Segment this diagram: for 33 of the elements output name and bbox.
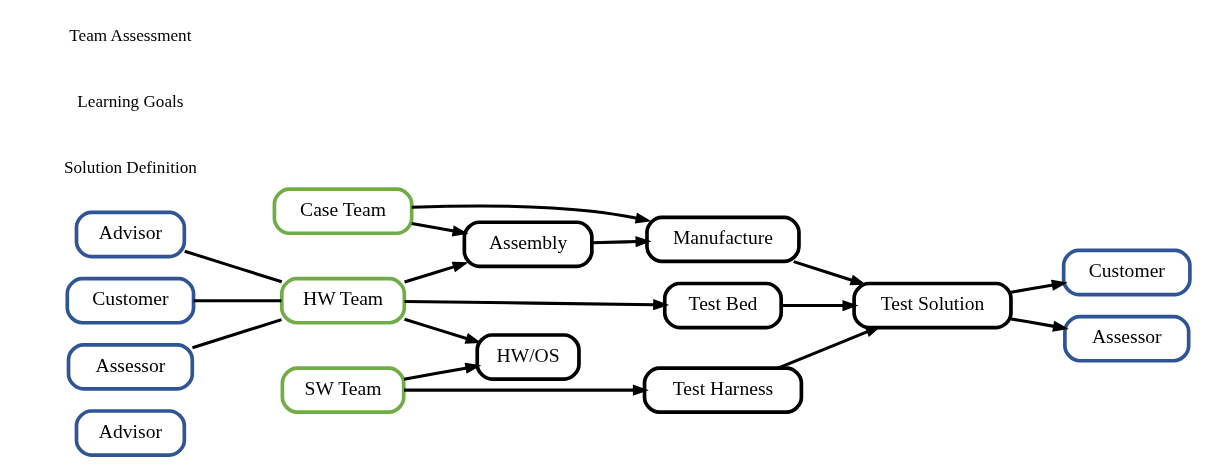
node-box: Advisor bbox=[74, 210, 187, 258]
node-box: Assessor bbox=[1063, 314, 1191, 363]
node-box: Case Team bbox=[272, 186, 414, 235]
label: Learning Goals bbox=[77, 91, 184, 111]
arrow bbox=[404, 298, 670, 310]
label: Solution Definition bbox=[63, 157, 197, 177]
connector bbox=[184, 249, 283, 283]
node-box: Test Harness bbox=[642, 365, 804, 414]
node-box: Test Bed bbox=[662, 281, 783, 329]
arrow bbox=[404, 261, 469, 284]
node-box: HW Team bbox=[279, 276, 407, 325]
arrow bbox=[781, 299, 859, 311]
node-box: Manufacture bbox=[645, 215, 801, 263]
node-box: HW/OS bbox=[475, 332, 581, 381]
arrow bbox=[411, 204, 652, 224]
arrow bbox=[592, 235, 652, 247]
arrow bbox=[404, 317, 482, 344]
connector bbox=[193, 298, 282, 302]
node-box: Assessor bbox=[66, 342, 195, 391]
node-box: Customer bbox=[1061, 248, 1192, 296]
node-box: Customer bbox=[65, 276, 196, 325]
node-box: SW Team bbox=[280, 365, 406, 414]
label: Team Assessment bbox=[69, 25, 192, 44]
arrow bbox=[793, 259, 867, 285]
arrow bbox=[403, 362, 482, 381]
node-box: Test Solution bbox=[852, 281, 1013, 329]
node-box: Advisor bbox=[74, 408, 187, 457]
arrow bbox=[1010, 316, 1069, 332]
connector bbox=[191, 317, 282, 349]
arrow bbox=[404, 384, 649, 396]
arrow bbox=[1010, 279, 1068, 294]
node-box: Assembly bbox=[462, 219, 594, 268]
arrow bbox=[411, 221, 469, 236]
